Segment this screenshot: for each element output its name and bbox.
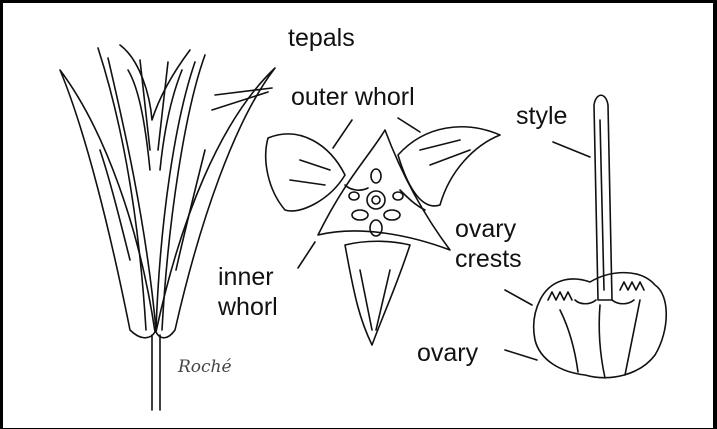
label-ovary: ovary bbox=[417, 338, 478, 368]
label-style: style bbox=[516, 101, 567, 131]
label-outer-whorl: outer whorl bbox=[291, 82, 415, 112]
ovary-drawing bbox=[534, 95, 667, 378]
artist-signature: Roché bbox=[178, 357, 232, 377]
flower-bud-drawing bbox=[60, 45, 275, 410]
label-ovary-crests: ovary crests bbox=[455, 214, 522, 274]
label-tepals: tepals bbox=[288, 23, 355, 53]
label-inner-whorl: inner whorl bbox=[218, 262, 278, 322]
leader-lines bbox=[298, 118, 590, 360]
